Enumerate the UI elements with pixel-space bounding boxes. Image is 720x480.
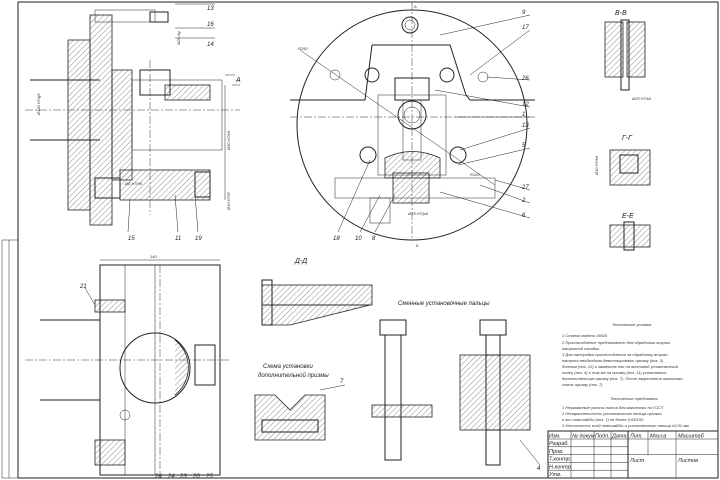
dim-fit-8: Ø10 H7/k6 [594,155,599,176]
title-block: Изм. № докум. Подп. Дата Разраб. Пров. Т… [547,430,719,479]
tb-tech-control: Т.контр. [549,457,571,463]
dim-fit-1: Ø160 H7/g6 [36,93,41,116]
callout-25: 25 [205,474,213,480]
prism-scheme-title-2: дополнительной призмы [258,372,329,379]
front-view: 140 21 28 24 23 20 25 [25,254,230,480]
tech-line: патрона необходимо демонтировать призму … [562,358,664,363]
tech-conditions: Технические условия 1 Станок модели 16К2… [561,322,689,428]
view-a-top: А [413,4,417,9]
tb-checker: Пров. [549,449,564,455]
section-ee-label: Е-Е [622,213,634,220]
callout-4: 4 [537,466,541,472]
replaceable-pins: Сменные установочные пальцы 4 [371,301,541,472]
prism-scheme: Схема установки дополнительной призмы 7 [254,364,346,441]
tech-req-line: 1 Неуказанные уклоны литья для заготовки… [562,405,664,410]
dim-fit-6: Ø18 H7/js6 [407,211,429,216]
tech-line: палец (поз. 4) и так же на призму (поз. … [562,370,667,375]
tb-izm: Изм. [549,434,561,440]
tb-sheet: Лист [629,458,645,464]
prism-scheme-title-1: Схема установки [263,364,314,370]
tech-req-line: к оси планшайбы (поз. 1) не более 0,05/1… [562,417,644,422]
dim-circle: R250 [298,46,308,51]
dim-front-width: 140 [150,254,157,259]
dim-fit-7: Ø25 H7/k6 [631,96,652,101]
tb-lit: Лит. [629,434,643,440]
dim-r-small: R126 [470,172,480,177]
view-a-label: А [235,77,241,84]
callout-13: 13 [207,6,214,12]
tb-doc: № докум. [572,434,596,440]
section-vv-label: В-В [615,10,627,17]
callout-16: 16 [207,22,214,28]
callout-19: 19 [195,236,202,242]
tb-sign: Подп. [595,434,610,440]
tech-line: болтом (поз. 12) и заменить его на винто… [562,364,679,369]
tech-req-line: 2 Непараллельность установочного пальца … [561,411,662,416]
dim-fit-2: Ø40 H7/k6 [226,130,231,151]
section-ee: Е-Е [609,213,651,251]
callout-26: 26 [521,76,529,82]
callout-7: 7 [340,379,344,385]
callout-8: 8 [372,236,376,242]
tech-line: 3 Для настройки приспособления на обрабо… [562,352,669,357]
callout-23: 23 [179,474,187,480]
tech-req-line: 3 Несоосность осей планшайбы и установоч… [562,423,689,428]
callout-17: 17 [522,25,529,31]
tb-date: Дата [611,434,627,440]
callout-2: 2 [521,198,526,204]
callout-10: 10 [355,236,362,242]
faceplate-view: R250 R126 Ø18 H7/js6 А Б 9 17 26 12 1 13… [290,2,535,248]
callout-21: 21 [79,284,87,290]
callout-15: 15 [128,236,135,242]
section-vv: В-В Ø25 H7/k6 [604,10,652,101]
section-dd-label: Д-Д [294,258,307,265]
callout-18: 18 [333,236,340,242]
callout-9: 9 [522,10,526,16]
tb-developer: Разраб. [549,441,569,447]
callout-1: 1 [522,112,525,118]
tech-line: дополнительную призму (поз. 7). После за… [562,376,684,381]
callout-6: 6 [522,213,526,219]
tech-line: 2 Приспособление предназначено для обраб… [561,340,671,345]
pins-title: Сменные установочные пальцы [398,301,490,307]
callout-13b: 13 [522,123,529,129]
callout-14: 14 [207,42,214,48]
callout-24: 24 [167,474,175,480]
tech-requirements-title: Технические требования [610,396,658,401]
dim-fit-3: Ø16 H7/f7 [226,191,231,211]
callout-11: 11 [175,236,181,242]
callout-28: 28 [154,474,162,480]
tb-approved: Утв. [548,472,562,478]
tech-conditions-title: Технические условия [612,322,652,327]
view-b-label: Б [416,243,419,248]
tb-sheets: Листов [677,458,698,464]
tb-mass: Масса [650,434,666,440]
tech-line: снять призму (поз. 7) [562,382,603,387]
tech-line: патронной насадки [562,346,600,351]
callout-20: 20 [192,474,200,480]
section-gg-label: Г-Г [622,135,633,142]
section-gg: Г-Г Ø10 H7/k6 [594,135,651,186]
section-dd: Д-Д [261,258,373,326]
main-section-view: А Ø160 H7/g6 Ø40 H7/k6 Ø16 H7/f7 М20-6g … [25,3,241,242]
tb-scale: Масштаб [678,434,705,440]
callout-27: 27 [521,185,529,191]
dim-fit-5: Ø8 H7/n6 [124,181,143,186]
tech-line: 1 Станок модели 16К20 [562,333,608,338]
callout-5: 5 [522,143,526,149]
tb-norm-control: Н.контр. [549,464,572,470]
callout-12: 12 [522,102,529,108]
